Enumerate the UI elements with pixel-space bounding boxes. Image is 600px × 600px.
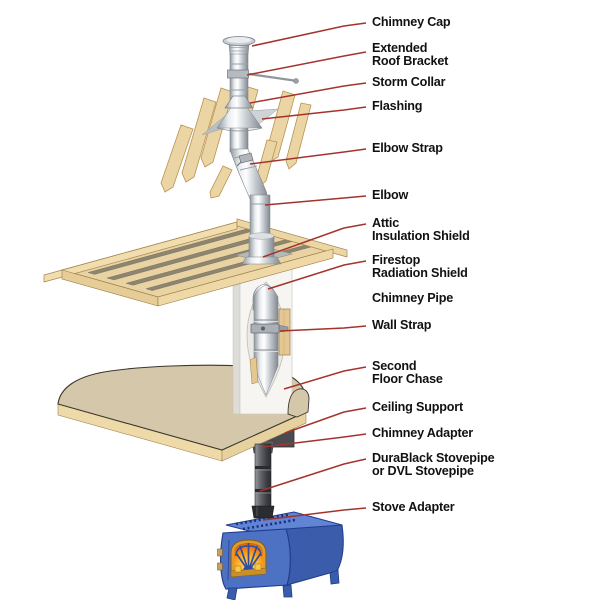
leader-elbow-strap [249, 148, 367, 165]
label-storm-collar: Storm Collar [372, 74, 446, 89]
label-attic-insulation-shield: Attic Insulation Shield [372, 215, 470, 243]
leader-chimney-adapter [262, 433, 367, 448]
leader-firestop-radiation-shield [267, 260, 367, 290]
leader-second-floor-chase [283, 366, 367, 390]
storm-collar-graphic [224, 95, 254, 109]
leader-elbow [264, 195, 367, 206]
label-chimney-cap: Chimney Cap [372, 14, 451, 29]
label-second-floor-chase: Second Floor Chase [372, 358, 443, 386]
label-extended-roof-bracket: Extended Roof Bracket [372, 40, 449, 68]
stovepipe-graphic [254, 443, 272, 511]
chimney-pipe-chase-graphic [253, 284, 279, 396]
stove-adapter-graphic [251, 505, 275, 519]
label-ceiling-support: Ceiling Support [372, 399, 463, 414]
leader-extended-roof-bracket [246, 51, 367, 76]
label-elbow-strap: Elbow Strap [372, 140, 443, 155]
leader-chimney-cap [251, 22, 367, 47]
leader-durablack-stovepipe [259, 458, 367, 492]
leader-flashing [261, 106, 367, 120]
label-flashing: Flashing [372, 98, 423, 113]
label-chimney-adapter: Chimney Adapter [372, 425, 474, 440]
stove-legs [226, 569, 340, 600]
leader-attic-insulation-shield [262, 223, 367, 258]
roof-rafters-graphic [160, 86, 312, 199]
leader-ceiling-support [284, 407, 367, 434]
attic-floor-graphic [43, 218, 348, 307]
chimney-cap-graphic [222, 36, 256, 55]
label-durablack-stovepipe: DuraBlack Stovepipe or DVL Stovepipe [372, 450, 495, 478]
elbow-strap-graphic [236, 152, 254, 167]
leader-stove-adapter [262, 507, 367, 521]
label-chimney-pipe: Chimney Pipe [372, 290, 454, 305]
second-floor-tab-graphic [287, 388, 310, 418]
attic-insulation-shield-graphic [234, 232, 294, 265]
label-wall-strap: Wall Strap [372, 317, 432, 332]
label-stove-adapter: Stove Adapter [372, 499, 455, 514]
stove-graphic [217, 511, 344, 600]
leader-lines [246, 22, 367, 521]
label-elbow: Elbow [372, 187, 409, 202]
leader-storm-collar [249, 82, 367, 104]
leader-wall-strap [279, 325, 367, 332]
label-firestop-radiation-shield: Firestop Radiation Shield [372, 252, 468, 280]
